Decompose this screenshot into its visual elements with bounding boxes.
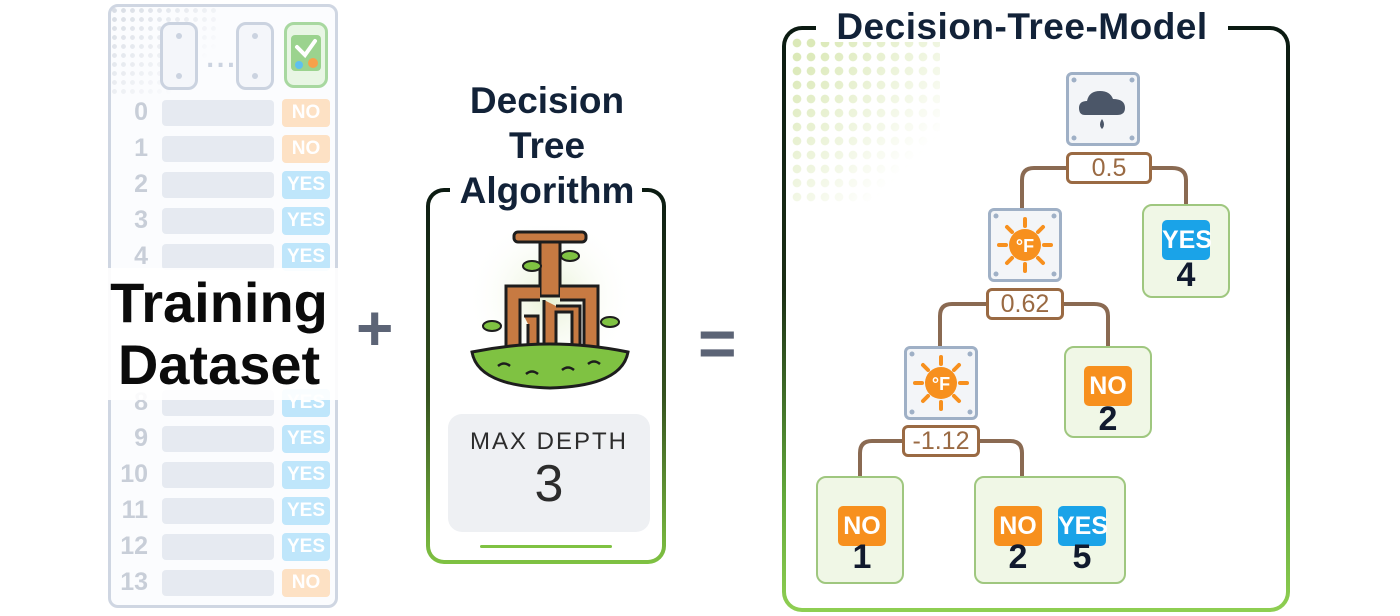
row-index: 10	[120, 460, 148, 488]
temperature-sun-icon: °F	[909, 351, 973, 415]
row-feature-bar	[162, 462, 274, 488]
row-target-label: YES	[282, 425, 330, 453]
row-index: 2	[134, 170, 148, 198]
title-line-training: Training	[110, 271, 328, 334]
row-index: 13	[120, 568, 148, 596]
row-target-label: YES	[282, 207, 330, 235]
leaf-count: 1	[852, 538, 872, 576]
leaf-count: 5	[1072, 538, 1092, 576]
title-mask	[450, 180, 642, 200]
row-index: 11	[121, 496, 148, 524]
leaf-node-no: NO 2	[1064, 346, 1152, 438]
row-feature-bar	[162, 100, 274, 126]
third-threshold: -1.12	[902, 425, 980, 457]
row-feature-bar	[162, 498, 274, 524]
row-target-label: NO	[282, 99, 330, 127]
row-target-label: YES	[282, 533, 330, 561]
model-title: Decision-Tree-Model	[836, 6, 1208, 47]
feature-column-icon	[236, 22, 274, 90]
row-feature-bar	[162, 208, 274, 234]
row-index: 9	[134, 424, 148, 452]
second-threshold: 0.62	[986, 288, 1064, 320]
row-index: 12	[120, 532, 148, 560]
equals-operator: =	[698, 306, 737, 380]
target-column-icon	[284, 22, 328, 88]
root-feature-node	[1066, 72, 1140, 146]
fahrenheit-badge: °F	[932, 374, 950, 394]
row-target-label: NO	[282, 569, 330, 597]
third-feature-node: °F	[904, 346, 978, 420]
leaf-node-no: NO 1	[816, 476, 904, 584]
algorithm-title-line3: Algorithm	[459, 170, 635, 211]
feature-column-icon	[160, 22, 198, 90]
max-depth-value: 3	[534, 455, 564, 513]
row-feature-bar	[162, 426, 274, 452]
column-ellipsis: ...	[206, 48, 238, 73]
card-footer-line	[480, 545, 612, 548]
fahrenheit-badge: °F	[1016, 236, 1034, 256]
row-feature-bar	[162, 172, 274, 198]
algorithm-title-line1: Decision	[469, 80, 625, 121]
row-target-label: NO	[282, 135, 330, 163]
yes-badge: YES	[1162, 220, 1212, 260]
row-index: 1	[134, 134, 148, 162]
training-dataset-title: Training Dataset	[88, 268, 350, 400]
no-badge: NO	[1084, 366, 1132, 406]
max-depth-panel: MAX DEPTH 3	[448, 414, 650, 532]
second-feature-node: °F	[988, 208, 1062, 282]
leaf-count: 4	[1176, 256, 1196, 294]
row-index: 3	[134, 206, 148, 234]
tree-roots-icon	[466, 226, 634, 390]
max-depth-label: MAX DEPTH	[469, 428, 628, 455]
row-index: 0	[134, 98, 148, 126]
yes-badge: YES	[1058, 506, 1108, 546]
dot-pattern-decoration	[790, 36, 940, 206]
leaf-node-yes: YES 4	[1142, 204, 1230, 298]
temperature-sun-icon: °F	[993, 213, 1057, 277]
leaf-count: 2	[1008, 538, 1028, 576]
no-badge: NO	[994, 506, 1042, 546]
plus-operator: +	[356, 292, 394, 364]
row-target-label: YES	[282, 171, 330, 199]
row-feature-bar	[162, 136, 274, 162]
row-feature-bar	[162, 570, 274, 596]
algorithm-title-line2: Tree	[508, 125, 586, 166]
root-threshold: 0.5	[1066, 152, 1152, 184]
leaf-count: 2	[1098, 400, 1118, 438]
row-feature-bar	[162, 244, 274, 270]
row-index: 4	[134, 242, 148, 270]
row-target-label: YES	[282, 461, 330, 489]
row-target-label: YES	[282, 497, 330, 525]
title-line-dataset: Dataset	[117, 333, 321, 396]
no-badge: NO	[838, 506, 886, 546]
leaf-node-mixed: NO 2 YES 5	[974, 476, 1126, 584]
row-feature-bar	[162, 534, 274, 560]
map-pins-icon	[291, 35, 321, 71]
algorithm-title: Decision Tree Algorithm	[430, 78, 664, 213]
row-target-label: YES	[282, 243, 330, 271]
title-mask	[816, 14, 1228, 42]
rain-cloud-icon	[1071, 77, 1135, 141]
